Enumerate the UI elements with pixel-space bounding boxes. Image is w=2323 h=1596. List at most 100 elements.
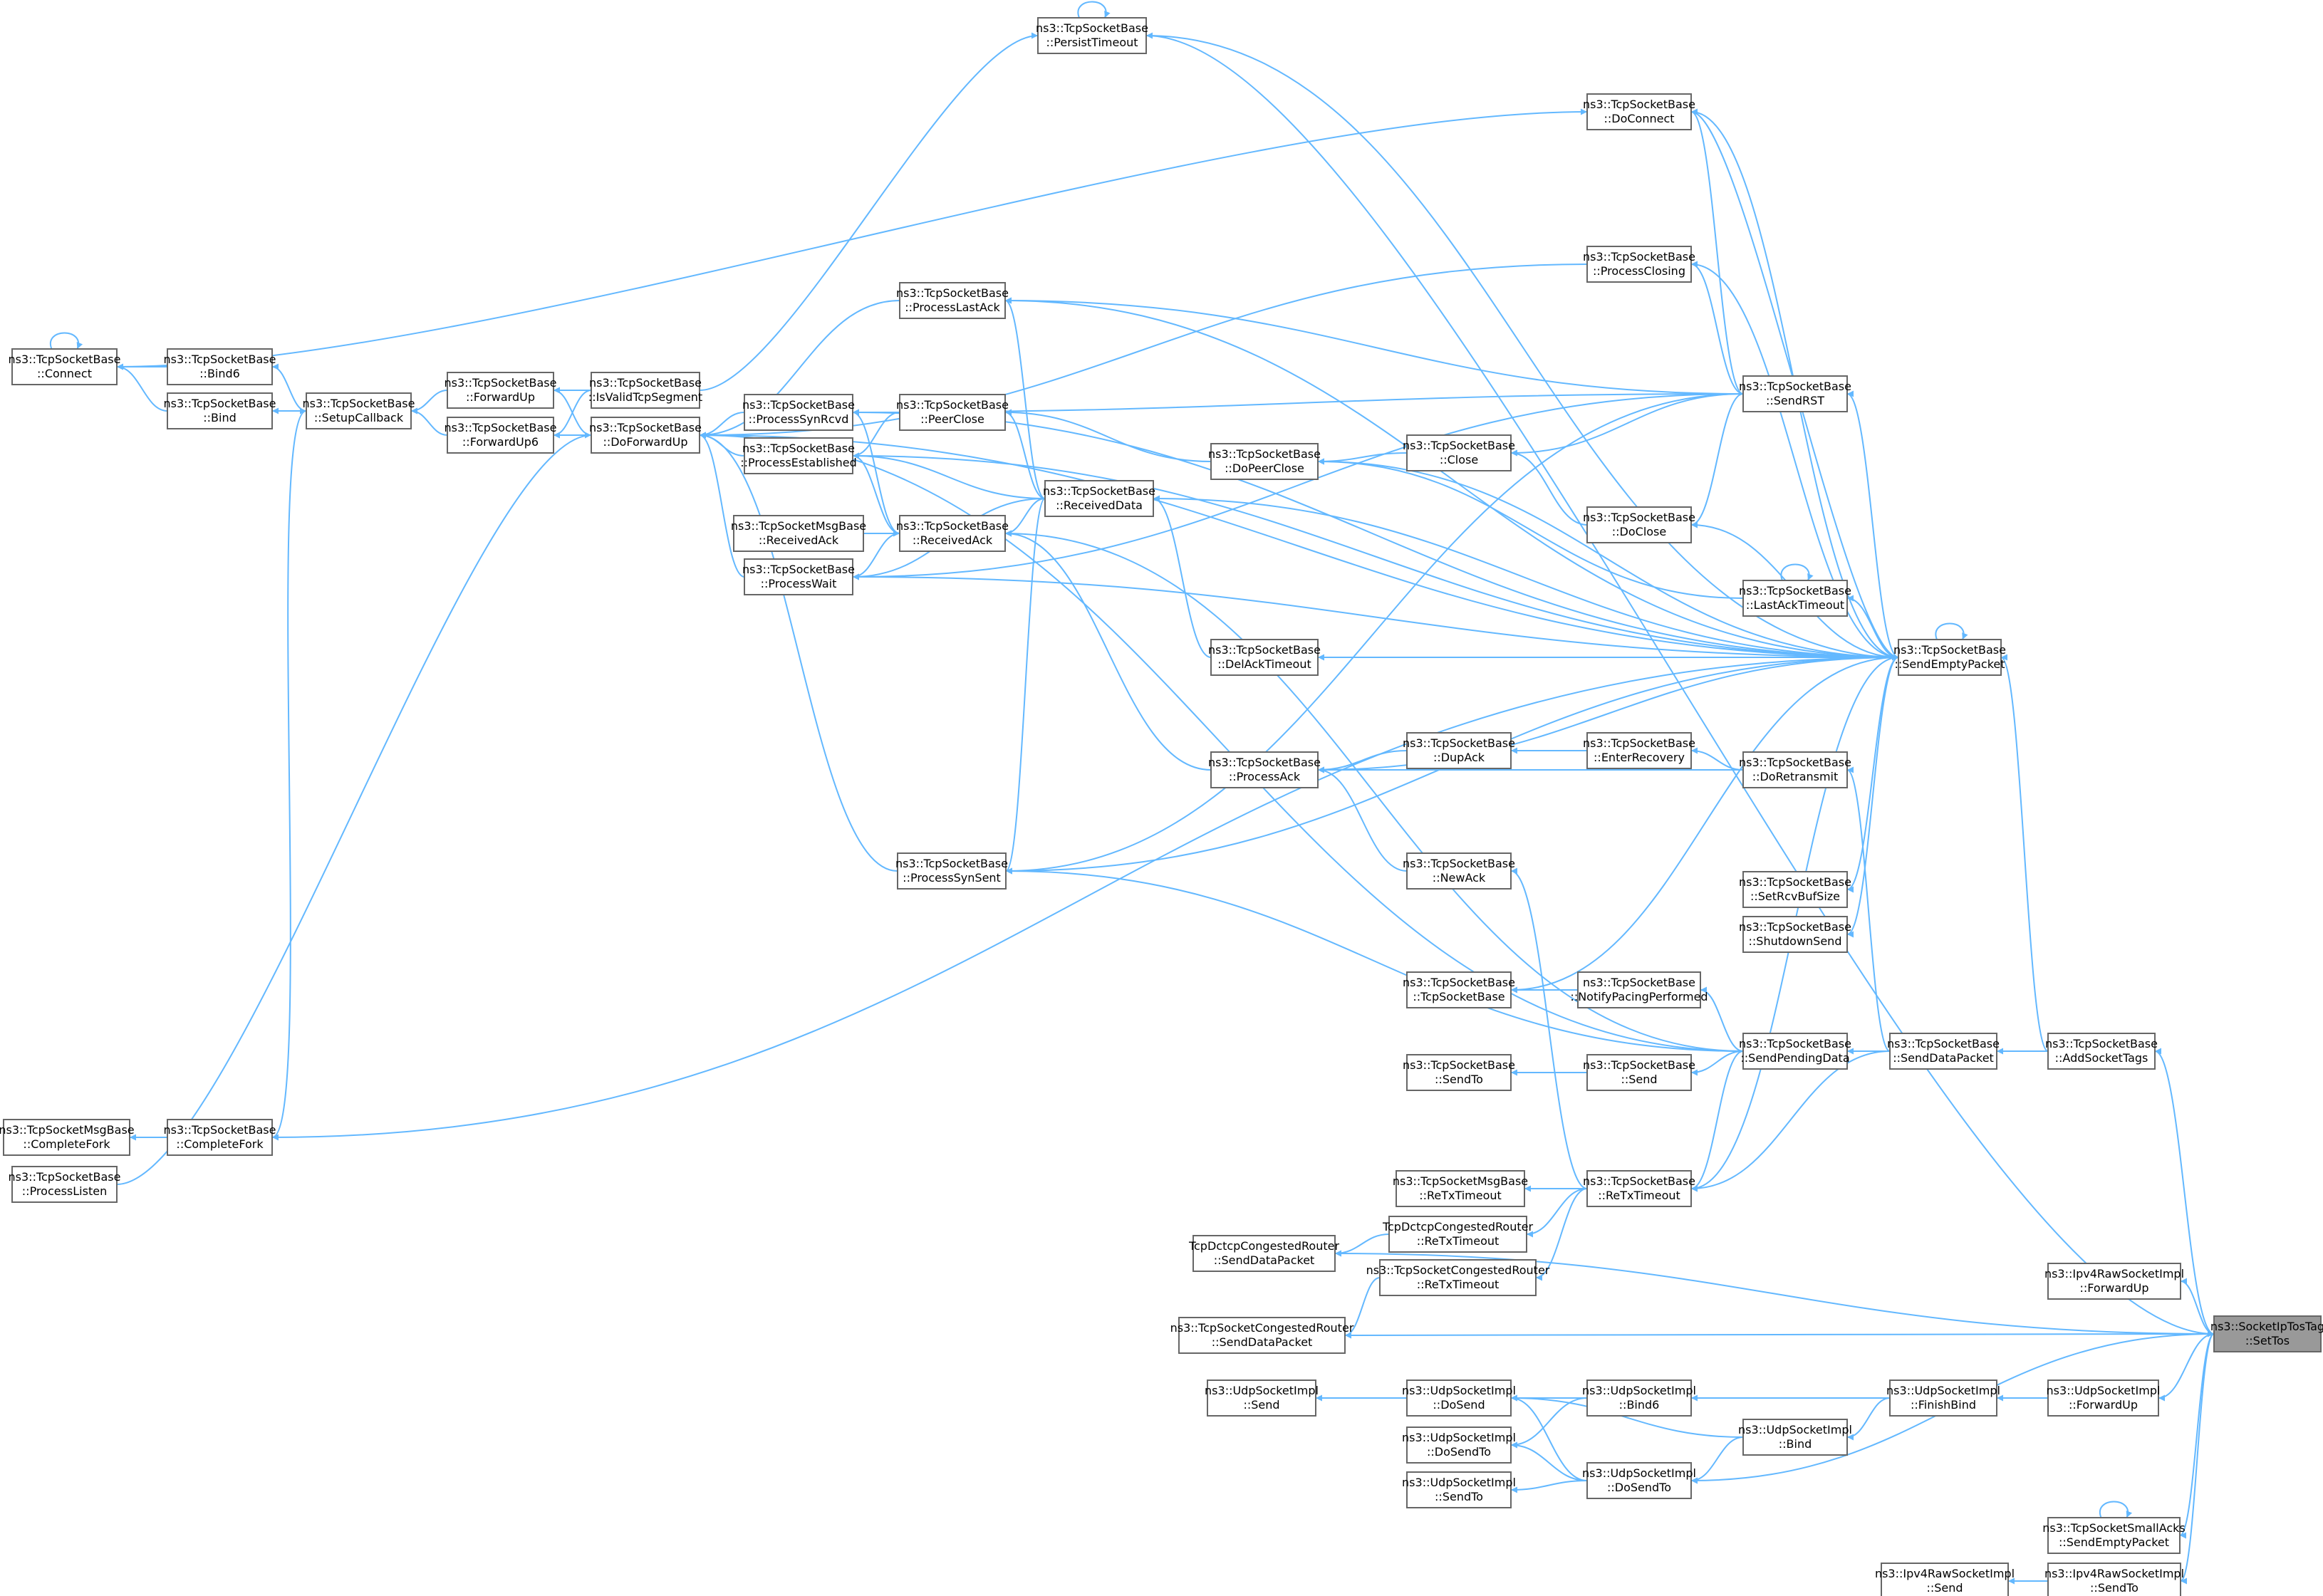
edge-sendempty-to-sendrst <box>1846 390 1899 658</box>
node-method-label: ::DoRetransmit <box>1752 770 1839 783</box>
node-dofwd[interactable]: ns3::TcpSocketBase::DoForwardUp <box>589 417 702 454</box>
node-ipv4sendto[interactable]: ns3::Ipv4RawSocketImpl::SendTo <box>2044 1563 2184 1596</box>
node-box <box>1586 1054 1692 1091</box>
node-msgretx[interactable]: ns3::TcpSocketMsgBase::ReTxTimeout <box>1393 1170 1528 1207</box>
node-udpfwdup[interactable]: ns3::UdpSocketImpl::ForwardUp <box>2047 1379 2161 1417</box>
node-class-label: ns3::UdpSocketImpl <box>1402 1476 1516 1489</box>
node-box <box>1178 1317 1346 1354</box>
node-dctcpretx[interactable]: TcpDctcpCongestedRouter::ReTxTimeout <box>1382 1216 1534 1253</box>
node-congretx[interactable]: ns3::TcpSocketCongestedRouter::ReTxTimeo… <box>1366 1259 1550 1296</box>
edge-smallacks-to-smallacks <box>2099 1501 2133 1518</box>
node-class-label: ns3::UdpSocketImpl <box>1205 1384 1319 1397</box>
node-procclosing[interactable]: ns3::TcpSocketBase::ProcessClosing <box>1583 246 1695 283</box>
node-recvdata[interactable]: ns3::TcpSocketBase::ReceivedData <box>1043 480 1155 517</box>
node-proclisten[interactable]: ns3::TcpSocketBase::ProcessListen <box>9 1166 121 1203</box>
node-method-label: ::AddSocketTags <box>2055 1051 2148 1065</box>
node-udpdosendto[interactable]: ns3::UdpSocketImpl::DoSendTo <box>1402 1427 1516 1464</box>
node-box <box>2047 1033 2156 1070</box>
node-method-label: ::CompleteFork <box>23 1137 110 1151</box>
node-class-label: ns3::TcpSocketBase <box>1583 98 1695 111</box>
node-box <box>1586 1379 1692 1417</box>
node-setupcb[interactable]: ns3::TcpSocketBase::SetupCallback <box>303 392 415 429</box>
node-method-label: ::CompleteFork <box>176 1137 264 1151</box>
node-root[interactable]: ns3::SocketIpTosTag::SetTos <box>2210 1315 2323 1352</box>
node-msgrecvack[interactable]: ns3::TcpSocketMsgBase::ReceivedAck <box>731 515 866 552</box>
edge-root-to-congsend <box>1344 1332 2215 1339</box>
node-fwdup6[interactable]: ns3::TcpSocketBase::ForwardUp6 <box>445 417 557 454</box>
node-smallacks[interactable]: ns3::TcpSocketSmallAcks::SendEmptyPacket <box>2042 1517 2186 1554</box>
node-recvack[interactable]: ns3::TcpSocketBase::ReceivedAck <box>896 515 1009 552</box>
node-method-label: ::SendTo <box>1435 1490 1483 1503</box>
node-box <box>167 1119 273 1156</box>
node-lastacktimeout[interactable]: ns3::TcpSocketBase::LastAckTimeout <box>1739 580 1851 617</box>
node-delacktimeout[interactable]: ns3::TcpSocketBase::DelAckTimeout <box>1208 639 1321 676</box>
node-isvalid[interactable]: ns3::TcpSocketBase::IsValidTcpSegment <box>588 372 702 409</box>
edge-udpbind6-to-udpdosendto <box>1510 1397 1588 1449</box>
node-dupack[interactable]: ns3::TcpSocketBase::DupAck <box>1403 732 1515 769</box>
node-msgcompletefork[interactable]: ns3::TcpSocketMsgBase::CompleteFork <box>0 1119 135 1156</box>
node-close[interactable]: ns3::TcpSocketBase::Close <box>1403 434 1515 471</box>
node-proclastack[interactable]: ns3::TcpSocketBase::ProcessLastAck <box>896 282 1009 319</box>
node-doconnect[interactable]: ns3::TcpSocketBase::DoConnect <box>1583 93 1695 130</box>
node-bind6[interactable]: ns3::TcpSocketBase::Bind6 <box>164 348 276 385</box>
node-tcpsocketbase[interactable]: ns3::TcpSocketBase::TcpSocketBase <box>1403 971 1515 1008</box>
node-class-label: ns3::TcpSocketBase <box>1208 643 1321 657</box>
node-box <box>1406 1427 1512 1464</box>
node-sendrst[interactable]: ns3::TcpSocketBase::SendRST <box>1739 375 1851 412</box>
edge-recvdata-to-procsynsent <box>1005 498 1046 875</box>
node-dctcpsend[interactable]: TcpDctcpCongestedRouter::SendDataPacket <box>1188 1235 1340 1272</box>
node-class-label: ns3::TcpSocketMsgBase <box>0 1123 135 1137</box>
node-completefork[interactable]: ns3::TcpSocketBase::CompleteFork <box>164 1119 276 1156</box>
node-box <box>1889 1033 1997 1070</box>
node-setrcvbuf[interactable]: ns3::TcpSocketBase::SetRcvBufSize <box>1739 871 1851 908</box>
node-enterrecovery[interactable]: ns3::TcpSocketBase::EnterRecovery <box>1583 732 1695 769</box>
node-box <box>1406 852 1512 890</box>
node-shutdownsend[interactable]: ns3::TcpSocketBase::ShutdownSend <box>1739 916 1851 953</box>
node-tcpsendto[interactable]: ns3::TcpSocketBase::SendTo <box>1403 1054 1515 1091</box>
node-bind[interactable]: ns3::TcpSocketBase::Bind <box>164 392 276 429</box>
node-doclose[interactable]: ns3::TcpSocketBase::DoClose <box>1583 506 1695 543</box>
node-udpdosendto2[interactable]: ns3::UdpSocketImpl::DoSendTo <box>1582 1462 1696 1499</box>
node-class-label: TcpDctcpCongestedRouter <box>1188 1239 1340 1253</box>
node-fwdup[interactable]: ns3::TcpSocketBase::ForwardUp <box>445 372 557 409</box>
node-doretransmit[interactable]: ns3::TcpSocketBase::DoRetransmit <box>1739 751 1851 788</box>
edge-udpdosendto2-to-udpdosend <box>1510 1394 1588 1481</box>
node-newack[interactable]: ns3::TcpSocketBase::NewAck <box>1403 852 1515 890</box>
node-udpbind[interactable]: ns3::UdpSocketImpl::Bind <box>1738 1419 1852 1456</box>
node-box <box>306 392 412 429</box>
node-peerclose[interactable]: ns3::TcpSocketBase::PeerClose <box>896 394 1009 431</box>
node-retx[interactable]: ns3::TcpSocketBase::ReTxTimeout <box>1583 1170 1695 1207</box>
node-tcpsend[interactable]: ns3::TcpSocketBase::Send <box>1583 1054 1695 1091</box>
node-senddatapacket[interactable]: ns3::TcpSocketBase::SendDataPacket <box>1887 1033 2000 1070</box>
node-method-label: ::DelAckTimeout <box>1217 657 1311 671</box>
edge-sendempty-to-procsynrcvd <box>852 409 1899 658</box>
node-method-label: ::SendEmptyPacket <box>2059 1535 2169 1549</box>
node-addsockettags[interactable]: ns3::TcpSocketBase::AddSocketTags <box>2045 1033 2158 1070</box>
node-connect[interactable]: ns3::TcpSocketBase::Connect <box>9 348 121 385</box>
node-box <box>1210 639 1319 676</box>
node-sendpending[interactable]: ns3::TcpSocketBase::SendPendingData <box>1739 1033 1851 1070</box>
node-sendempty[interactable]: ns3::TcpSocketBase::SendEmptyPacket <box>1893 639 2006 676</box>
node-procwait[interactable]: ns3::TcpSocketBase::ProcessWait <box>742 558 855 595</box>
node-ipv4fwd[interactable]: ns3::Ipv4RawSocketImpl::ForwardUp <box>2044 1263 2184 1300</box>
node-udpdosend[interactable]: ns3::UdpSocketImpl::DoSend <box>1402 1379 1516 1417</box>
node-ipv4send[interactable]: ns3::Ipv4RawSocketImpl::Send <box>1875 1563 2015 1596</box>
edge-sendrst-to-procsynsent <box>1005 393 1744 875</box>
node-class-label: ns3::TcpSocketBase <box>1739 920 1851 934</box>
node-persist[interactable]: ns3::TcpSocketBase::PersistTimeout <box>1036 17 1148 54</box>
edge-sendempty-to-persist <box>1145 32 1899 658</box>
node-udpsendto[interactable]: ns3::UdpSocketImpl::SendTo <box>1402 1471 1516 1508</box>
node-notifypacing[interactable]: ns3::TcpSocketBase::NotifyPacingPerforme… <box>1570 971 1708 1008</box>
node-class-label: ns3::TcpSocketBase <box>896 286 1009 300</box>
node-procest[interactable]: ns3::TcpSocketBase::ProcessEstablished <box>740 437 857 474</box>
node-procack[interactable]: ns3::TcpSocketBase::ProcessAck <box>1208 751 1321 788</box>
node-method-label: ::ForwardUp <box>466 390 535 404</box>
node-dopeerclose[interactable]: ns3::TcpSocketBase::DoPeerClose <box>1208 443 1321 480</box>
node-procsynrcvd[interactable]: ns3::TcpSocketBase::ProcessSynRcvd <box>742 394 855 431</box>
node-method-label: ::SendRST <box>1766 394 1824 407</box>
node-congsend[interactable]: ns3::TcpSocketCongestedRouter::SendDataP… <box>1170 1317 1354 1354</box>
node-udpbind6[interactable]: ns3::UdpSocketImpl::Bind6 <box>1582 1379 1696 1417</box>
node-procsynsent[interactable]: ns3::TcpSocketBase::ProcessSynSent <box>895 852 1008 890</box>
node-udpfinishbind[interactable]: ns3::UdpSocketImpl::FinishBind <box>1886 1379 2000 1417</box>
node-udpsend[interactable]: ns3::UdpSocketImpl::Send <box>1205 1379 1319 1417</box>
